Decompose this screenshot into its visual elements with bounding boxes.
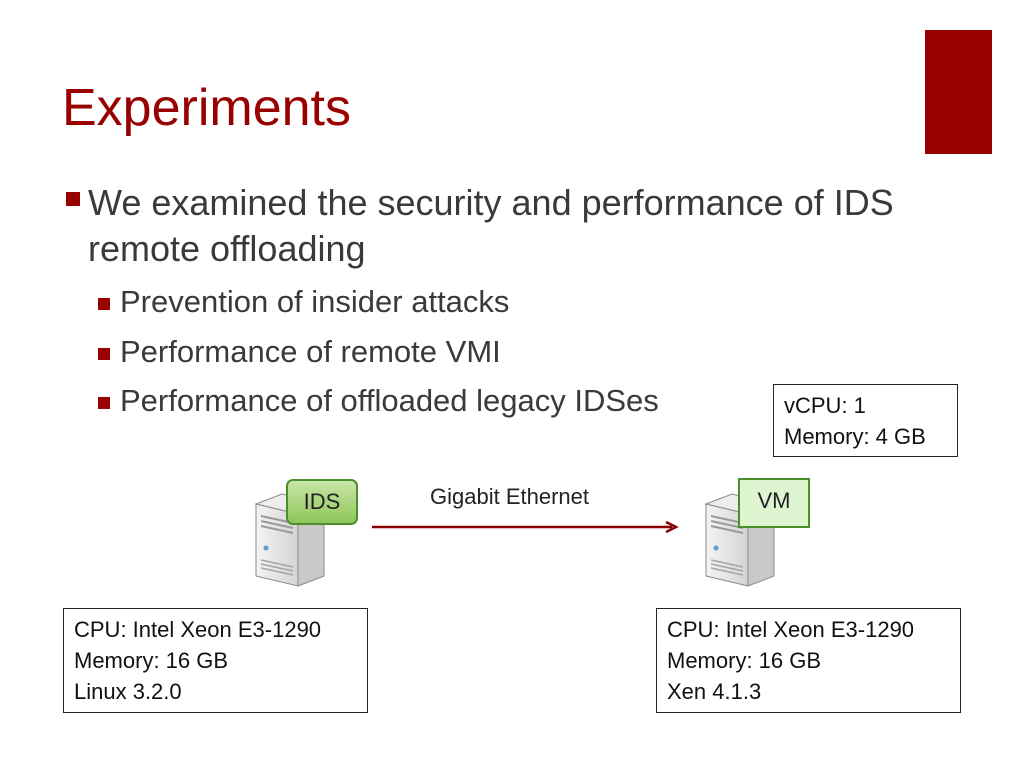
vm-tag: VM — [738, 478, 810, 528]
vm-host-spec-box: CPU: Intel Xeon E3-1290 Memory: 16 GB Xe… — [656, 608, 961, 713]
main-bullet: We examined the security and performance… — [66, 180, 936, 272]
sub-bullet: Performance of remote VMI — [98, 332, 501, 372]
sub-bullet-text: Prevention of insider attacks — [120, 284, 510, 319]
bullet-square-icon — [98, 397, 110, 409]
ids-spec-line: Linux 3.2.0 — [74, 679, 182, 704]
ids-spec-line: CPU: Intel Xeon E3-1290 — [74, 617, 322, 642]
vm-host-spec-line: Memory: 16 GB — [667, 648, 822, 673]
vm-host-spec-line: Xen 4.1.3 — [667, 679, 762, 704]
accent-bar — [925, 30, 992, 154]
bullet-square-icon — [98, 298, 110, 310]
vm-spec-line: Memory: 4 GB — [784, 424, 926, 449]
sub-bullet: Prevention of insider attacks — [98, 282, 509, 322]
ids-host-spec-box: CPU: Intel Xeon E3-1290 Memory: 16 GB Li… — [63, 608, 368, 713]
vm-spec-box: vCPU: 1 Memory: 4 GB — [773, 384, 958, 457]
sub-bullet-text: Performance of remote VMI — [120, 334, 501, 369]
vm-spec-line: vCPU: 1 — [784, 393, 866, 418]
arrow-right-icon — [372, 520, 679, 534]
sub-bullet: Performance of offloaded legacy IDSes — [98, 381, 659, 421]
bullet-square-icon — [98, 348, 110, 360]
main-bullet-text: We examined the security and performance… — [88, 182, 894, 269]
ids-spec-line: Memory: 16 GB — [74, 648, 229, 673]
sub-bullet-text: Performance of offloaded legacy IDSes — [120, 383, 659, 418]
bullet-square-icon — [66, 192, 80, 206]
link-label: Gigabit Ethernet — [430, 484, 589, 509]
vm-host-spec-line: CPU: Intel Xeon E3-1290 — [667, 617, 915, 642]
ids-tag: IDS — [286, 479, 358, 525]
slide-title: Experiments — [62, 79, 351, 137]
